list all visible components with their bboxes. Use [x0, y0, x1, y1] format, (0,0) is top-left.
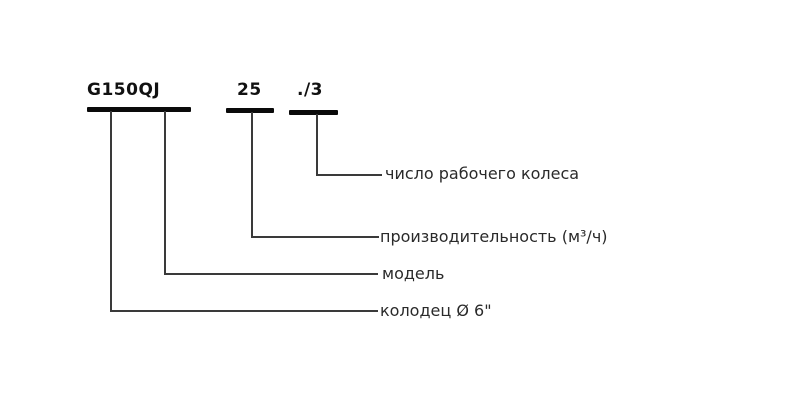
- connector-horizontal-model: [164, 273, 378, 275]
- label-model: модель: [382, 264, 445, 283]
- connector-horizontal-stages: [316, 174, 382, 176]
- model-code-stages: ./3: [297, 80, 323, 100]
- label-capacity: производительность (м³/ч): [380, 227, 608, 246]
- connector-horizontal-well: [110, 310, 378, 312]
- model-code-g150qj: G150QJ: [87, 80, 161, 100]
- model-code-capacity: 25: [237, 80, 262, 100]
- label-impeller-count: число рабочего колеса: [385, 164, 580, 183]
- connector-vertical-stages: [316, 114, 318, 176]
- underline-bar-g150qj: [87, 107, 191, 112]
- connector-vertical-capacity: [251, 112, 253, 238]
- connector-vertical-model: [164, 111, 166, 275]
- connector-vertical-well: [110, 111, 112, 312]
- underline-bar-capacity: [226, 108, 274, 113]
- label-well-diameter: колодец Ø 6": [380, 301, 492, 320]
- connector-horizontal-capacity: [251, 236, 379, 238]
- underline-bar-stages: [289, 110, 338, 115]
